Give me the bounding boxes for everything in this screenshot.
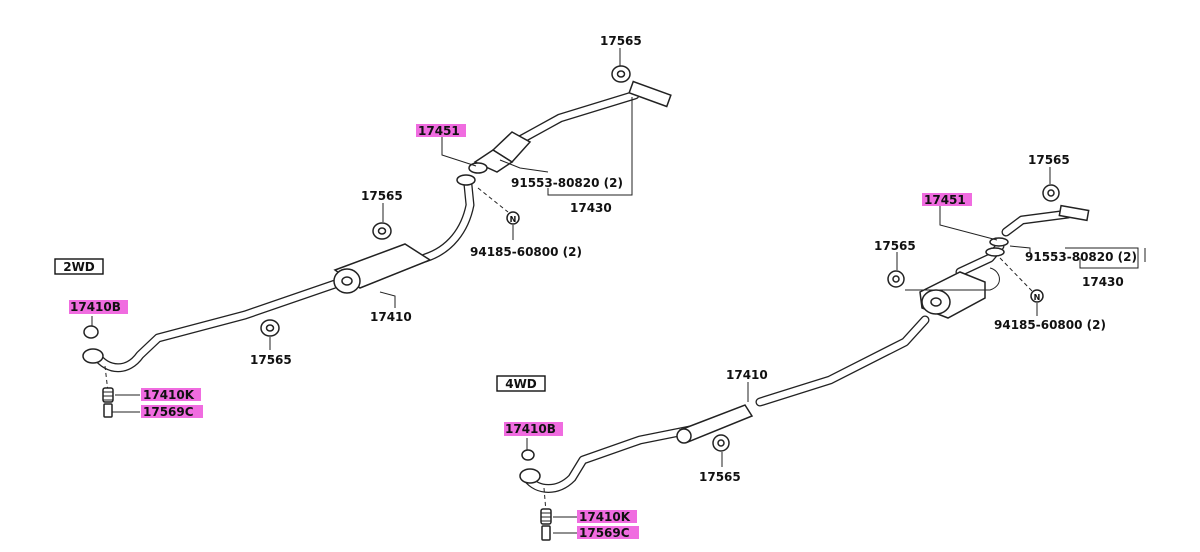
part-number-label: 17569C (579, 526, 630, 540)
pipe-4wd-mid-outline (755, 315, 930, 407)
part-number-label: 94185-60800 (2) (994, 318, 1106, 332)
hanger-icon (887, 270, 905, 288)
part-number-label: 17451 (924, 193, 966, 207)
hanger-icon (521, 449, 535, 461)
hanger-icon (260, 319, 280, 337)
part-number-label: 17565 (250, 353, 292, 367)
variant-label: 4WD (505, 377, 537, 391)
part-number-label: 17565 (874, 239, 916, 253)
part-number-label: 94185-60800 (2) (470, 245, 582, 259)
hanger-icon (372, 222, 392, 240)
part-number-label: 91553-80820 (2) (511, 176, 623, 190)
pipe-4wd-mid-inner (756, 316, 929, 406)
svg-text:N: N (1034, 293, 1041, 302)
part-number-label: 17569C (143, 405, 194, 419)
pipe-2wd-inner (92, 279, 342, 371)
part-number-label: 17565 (600, 34, 642, 48)
part-number-label: 17410B (70, 300, 121, 314)
muffler-2wd (333, 243, 432, 294)
hanger-icon (1042, 184, 1060, 202)
hanger-icon (611, 65, 631, 83)
part-number-label: 17430 (570, 201, 612, 215)
assembly-2wd: N 2WD 17565 17451 91553-80820 (2) 17430 … (54, 34, 672, 419)
hanger-icon (83, 325, 99, 339)
pipe-4wd-outline (522, 425, 695, 493)
part-number-label: 17565 (361, 189, 403, 203)
pipe-2wd-front-inner (421, 181, 474, 262)
pipe-2wd-upper-inner (516, 91, 639, 144)
part-number-label: 17410K (579, 510, 631, 524)
part-number-label: 17410 (726, 368, 768, 382)
muffler-4wd (919, 271, 986, 319)
gasket-4wd (989, 237, 1009, 247)
hanger-icon (712, 434, 730, 452)
svg-text:N: N (510, 215, 517, 224)
spring-icon (540, 508, 552, 525)
part-number-label: 91553-80820 (2) (1025, 250, 1137, 264)
variant-label: 2WD (63, 260, 95, 274)
assembly-4wd: N 4WD 17565 17451 91553-80820 (2) 17430 … (496, 153, 1146, 541)
resonator-4wd (676, 404, 754, 444)
part-number-label: 17565 (1028, 153, 1070, 167)
nut-icon: N (1030, 289, 1044, 303)
tail-flange-2wd (82, 348, 104, 364)
part-number-label: 17430 (1082, 275, 1124, 289)
bolt-icon (103, 403, 113, 418)
nut-icon: N (506, 211, 520, 225)
spring-icon (102, 387, 114, 403)
catalytic-converter-2wd (473, 80, 672, 173)
part-number-label: 17410B (505, 422, 556, 436)
bolt-icon (541, 525, 551, 541)
part-number-label: 17451 (418, 124, 460, 138)
pipe-4wd-upper-inner (1002, 210, 1072, 236)
part-number-label: 17410K (143, 388, 195, 402)
flange-2wd (456, 174, 476, 186)
part-number-label: 17565 (699, 470, 741, 484)
flange-4wd (985, 247, 1005, 257)
tail-flange-4wd (519, 468, 541, 484)
part-number-label: 17410 (370, 310, 412, 324)
